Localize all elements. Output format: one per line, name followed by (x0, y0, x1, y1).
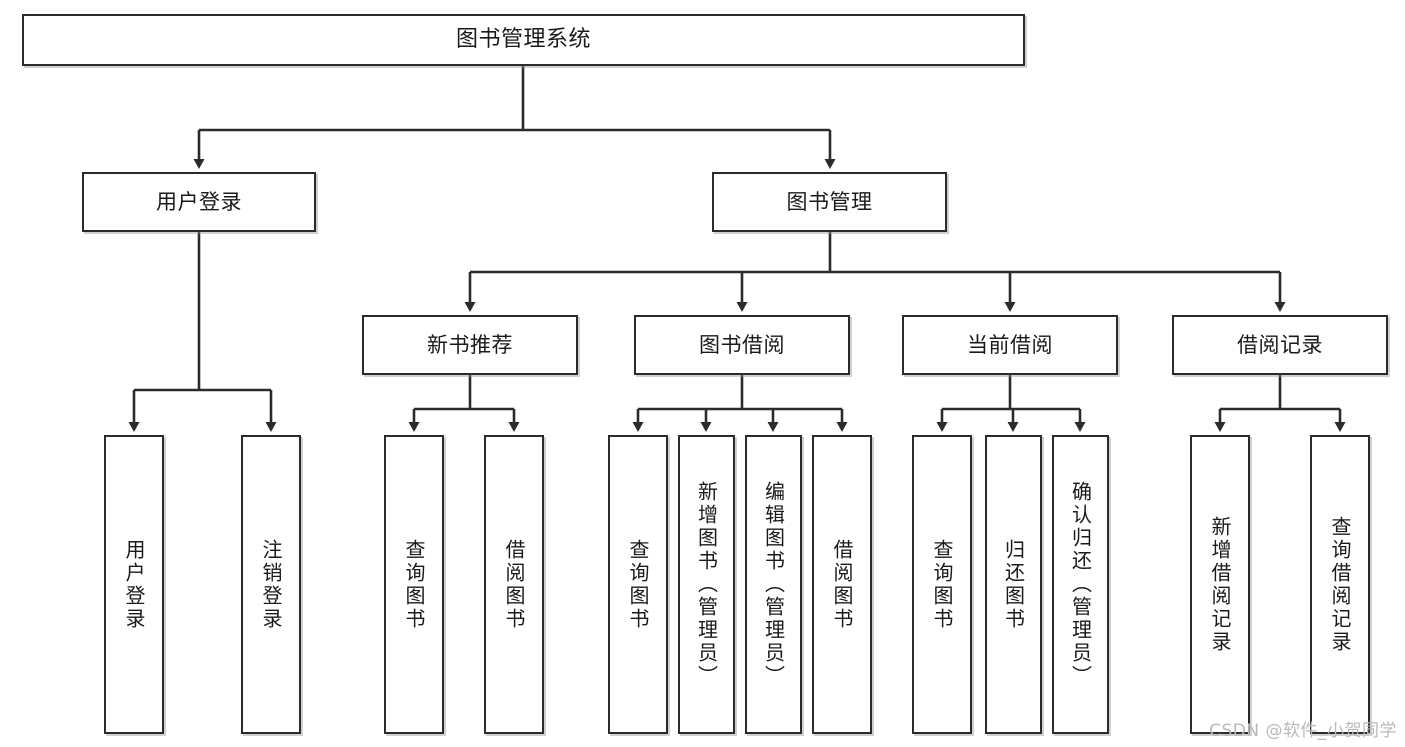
node-label: 用户登录 (156, 189, 242, 214)
node-label: 当前借阅 (967, 332, 1053, 357)
node-root-system[interactable]: 图书管理系统 (22, 14, 1025, 66)
node-leaf-add-record[interactable]: 新增借阅记录 (1190, 435, 1250, 734)
node-new-book-recommend[interactable]: 新书推荐 (362, 315, 578, 375)
node-leaf-query-book-1[interactable]: 查询图书 (384, 435, 444, 734)
node-leaf-confirm-return[interactable]: 确认归还（管理员） (1052, 435, 1109, 734)
node-leaf-query-record[interactable]: 查询借阅记录 (1310, 435, 1370, 734)
node-label: 图书管理 (786, 189, 873, 214)
node-book-management[interactable]: 图书管理 (712, 172, 947, 232)
node-leaf-edit-book[interactable]: 编辑图书（管理员） (745, 435, 802, 734)
node-label: 用户登录 (122, 538, 146, 631)
node-leaf-query-book-2[interactable]: 查询图书 (608, 435, 668, 734)
node-label: 查询借阅记录 (1328, 515, 1352, 654)
node-current-borrow[interactable]: 当前借阅 (902, 315, 1118, 375)
node-user-login[interactable]: 用户登录 (82, 172, 316, 232)
node-borrow-record[interactable]: 借阅记录 (1172, 315, 1388, 375)
node-label: 查询图书 (626, 538, 650, 631)
node-label: 新增借阅记录 (1208, 515, 1232, 654)
node-book-borrow[interactable]: 图书借阅 (634, 315, 850, 375)
node-label: 新书推荐 (427, 332, 513, 357)
node-label: 查询图书 (930, 538, 954, 631)
node-label: 新增图书（管理员） (694, 481, 719, 688)
node-leaf-user-login[interactable]: 用户登录 (104, 435, 164, 734)
node-label: 借阅图书 (502, 538, 526, 631)
node-label: 借阅记录 (1237, 332, 1323, 357)
node-leaf-borrow-book-2[interactable]: 借阅图书 (812, 435, 872, 734)
node-leaf-logout[interactable]: 注销登录 (241, 435, 301, 734)
node-leaf-query-book-3[interactable]: 查询图书 (912, 435, 972, 734)
node-leaf-borrow-book-1[interactable]: 借阅图书 (484, 435, 544, 734)
node-label: 编辑图书（管理员） (761, 481, 786, 688)
node-label: 确认归还（管理员） (1068, 481, 1093, 688)
node-label: 图书借阅 (699, 332, 785, 357)
node-label: 借阅图书 (830, 538, 854, 631)
node-label: 归还图书 (1001, 538, 1026, 631)
node-label: 查询图书 (402, 538, 426, 631)
node-label: 注销登录 (259, 538, 283, 631)
node-leaf-return-book[interactable]: 归还图书 (985, 435, 1042, 734)
node-leaf-add-book[interactable]: 新增图书（管理员） (678, 435, 735, 734)
node-label: 图书管理系统 (455, 27, 591, 53)
watermark: CSDN @软件_小贺同学 (1209, 721, 1397, 741)
